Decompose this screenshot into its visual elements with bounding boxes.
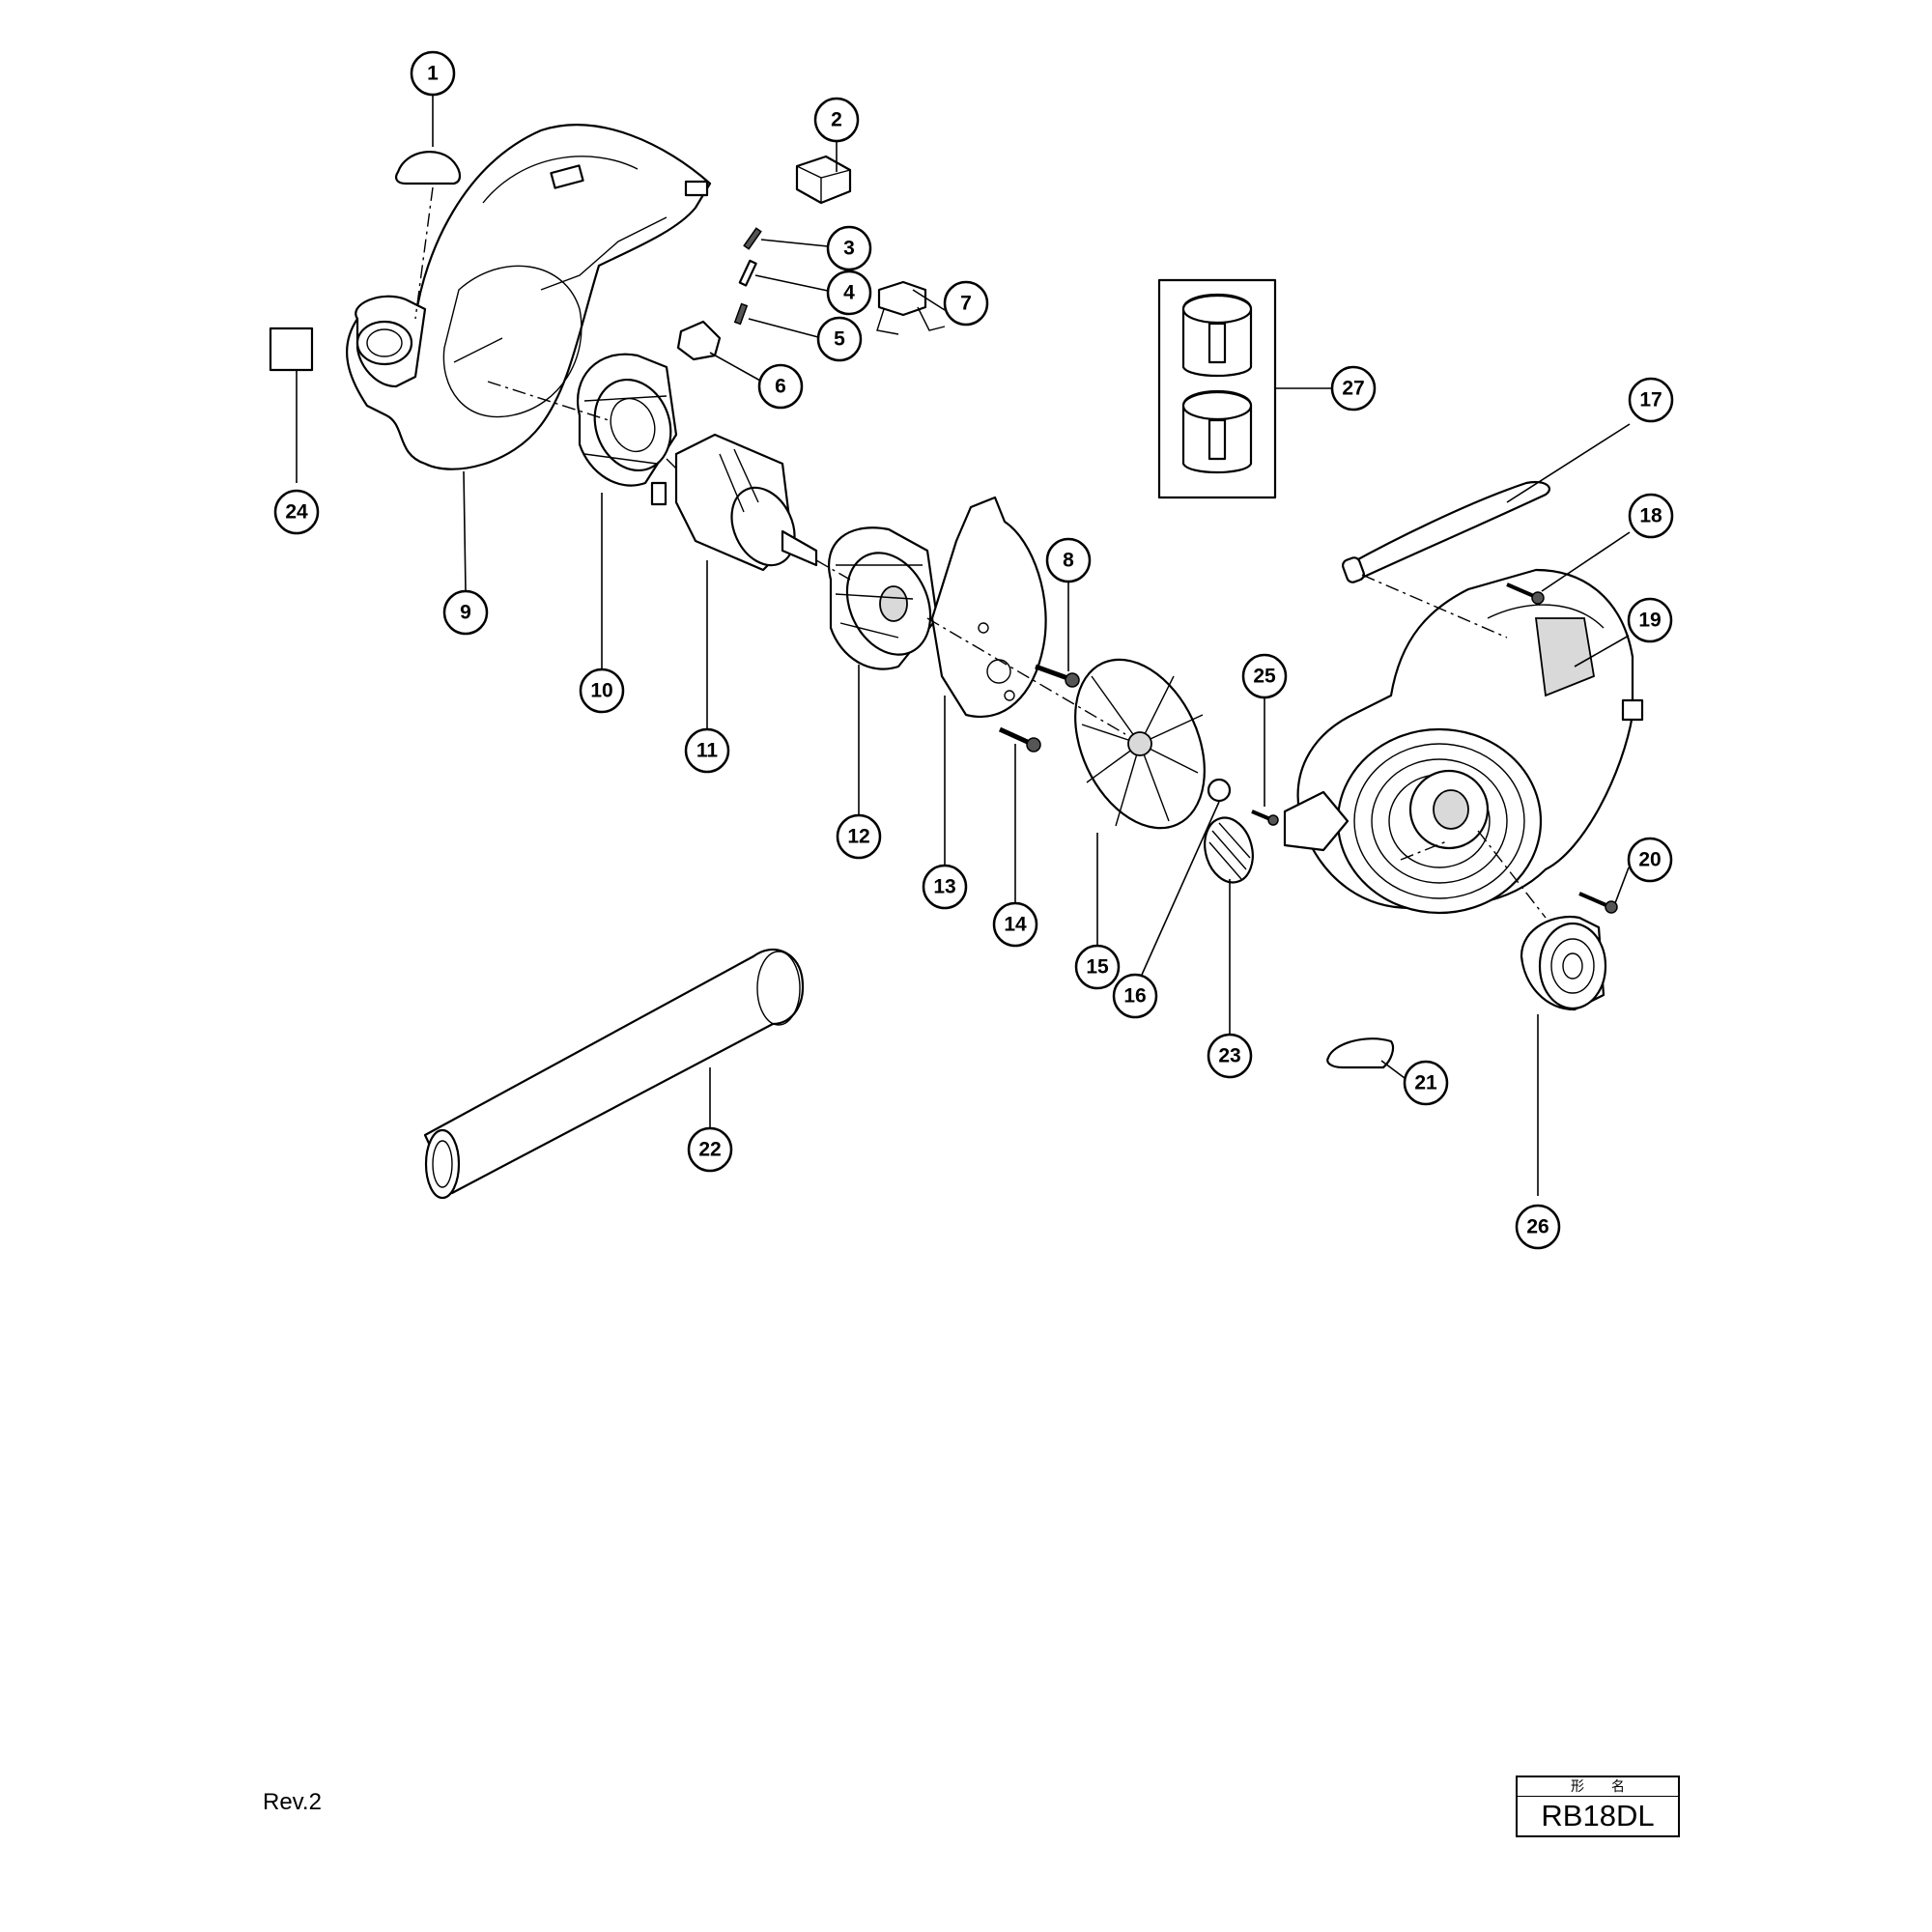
callout-21: 21	[1403, 1060, 1449, 1106]
part-24-label	[269, 327, 314, 372]
svg-text:10: 10	[590, 680, 612, 702]
svg-text:24: 24	[285, 501, 308, 524]
svg-text:7: 7	[960, 293, 972, 315]
svg-text:15: 15	[1086, 956, 1109, 979]
part-2-switch-cover	[795, 155, 852, 205]
part-14-screw	[998, 726, 1041, 753]
callout-15: 15	[1074, 944, 1121, 990]
callout-22: 22	[687, 1126, 733, 1173]
callout-27: 27	[1330, 365, 1377, 412]
svg-text:19: 19	[1638, 610, 1661, 632]
callout-10: 10	[579, 668, 625, 714]
assembly-axis-line	[666, 458, 677, 469]
assembly-axis-line	[926, 617, 1126, 735]
part-27-kit-box	[1157, 278, 1277, 499]
callout-13: 13	[922, 864, 968, 910]
leader-lines	[296, 95, 1631, 1196]
revision-label: Rev.2	[263, 1789, 322, 1815]
part-8-screw	[1035, 664, 1080, 688]
callout-17: 17	[1628, 377, 1674, 423]
callout-9: 9	[442, 589, 489, 636]
callout-1: 1	[410, 50, 456, 97]
part-26-filter	[1520, 915, 1607, 1011]
model-name-box: 形名 RB18DL	[1516, 1776, 1680, 1837]
assembly-axis-line	[1400, 839, 1450, 861]
model-header: 形名	[1518, 1777, 1678, 1797]
callout-24: 24	[273, 489, 320, 535]
svg-text:27: 27	[1342, 378, 1364, 400]
callout-16: 16	[1112, 973, 1158, 1019]
svg-text:9: 9	[460, 602, 471, 624]
assembly-axis-line	[1477, 830, 1547, 919]
svg-text:14: 14	[1004, 914, 1027, 936]
callout-11: 11	[684, 727, 730, 774]
svg-text:11: 11	[696, 740, 719, 762]
callout-20: 20	[1627, 837, 1673, 883]
svg-text:20: 20	[1638, 849, 1661, 871]
svg-text:5: 5	[834, 328, 845, 351]
part-16-nut	[1207, 778, 1232, 803]
part-17-strap	[1342, 480, 1550, 583]
callout-23: 23	[1207, 1033, 1253, 1079]
svg-text:8: 8	[1063, 550, 1074, 572]
callout-19: 19	[1627, 597, 1673, 643]
callout-7: 7	[943, 280, 989, 327]
part-13-plate	[930, 496, 1047, 718]
part-23-grille	[1204, 816, 1254, 884]
callout-4: 4	[826, 270, 872, 316]
callout-18: 18	[1628, 493, 1674, 539]
callout-5: 5	[816, 316, 863, 362]
part-10-baffle	[577, 353, 678, 487]
svg-text:4: 4	[843, 282, 855, 304]
part-25-screw	[1251, 810, 1279, 826]
part-12-fan-guide	[828, 526, 939, 670]
assembly-axis-line	[487, 381, 610, 421]
part-7-terminal	[876, 280, 946, 335]
svg-text:12: 12	[847, 826, 869, 848]
part-4-pin	[738, 259, 757, 287]
callout-8: 8	[1045, 537, 1092, 583]
svg-text:26: 26	[1526, 1216, 1548, 1238]
part-15-fan	[1074, 658, 1206, 830]
svg-text:2: 2	[831, 109, 842, 131]
svg-text:1: 1	[427, 63, 439, 85]
svg-text:13: 13	[933, 876, 955, 898]
part-19-housing-right	[1283, 568, 1644, 915]
svg-text:21: 21	[1414, 1072, 1437, 1094]
svg-text:17: 17	[1639, 389, 1662, 412]
callout-14: 14	[992, 901, 1038, 948]
callout-2: 2	[813, 97, 860, 143]
part-20-screw	[1578, 892, 1618, 914]
svg-text:3: 3	[843, 238, 855, 260]
part-22-nozzle	[423, 948, 805, 1200]
part-5-spring	[733, 302, 749, 326]
assembly-axis-line	[1361, 574, 1508, 639]
callout-6: 6	[757, 363, 804, 410]
svg-text:22: 22	[698, 1139, 721, 1161]
callout-26: 26	[1515, 1204, 1561, 1250]
svg-text:25: 25	[1253, 666, 1276, 688]
assembly-axis-line	[414, 186, 434, 320]
part-1-nameplate	[395, 151, 462, 185]
svg-text:23: 23	[1218, 1045, 1240, 1067]
model-name: RB18DL	[1541, 1799, 1655, 1833]
part-3-spring	[743, 227, 762, 250]
part-18-screw	[1506, 582, 1545, 605]
svg-text:6: 6	[775, 376, 786, 398]
svg-text:16: 16	[1123, 985, 1146, 1008]
part-9-housing-left	[346, 124, 712, 470]
part-11-motor	[650, 433, 818, 572]
svg-text:18: 18	[1639, 505, 1662, 527]
callout-25: 25	[1241, 653, 1288, 699]
callout-12: 12	[836, 813, 882, 860]
assembly-axis-line	[815, 559, 851, 581]
part-21-nameplate	[1326, 1037, 1395, 1069]
callout-3: 3	[826, 225, 872, 271]
